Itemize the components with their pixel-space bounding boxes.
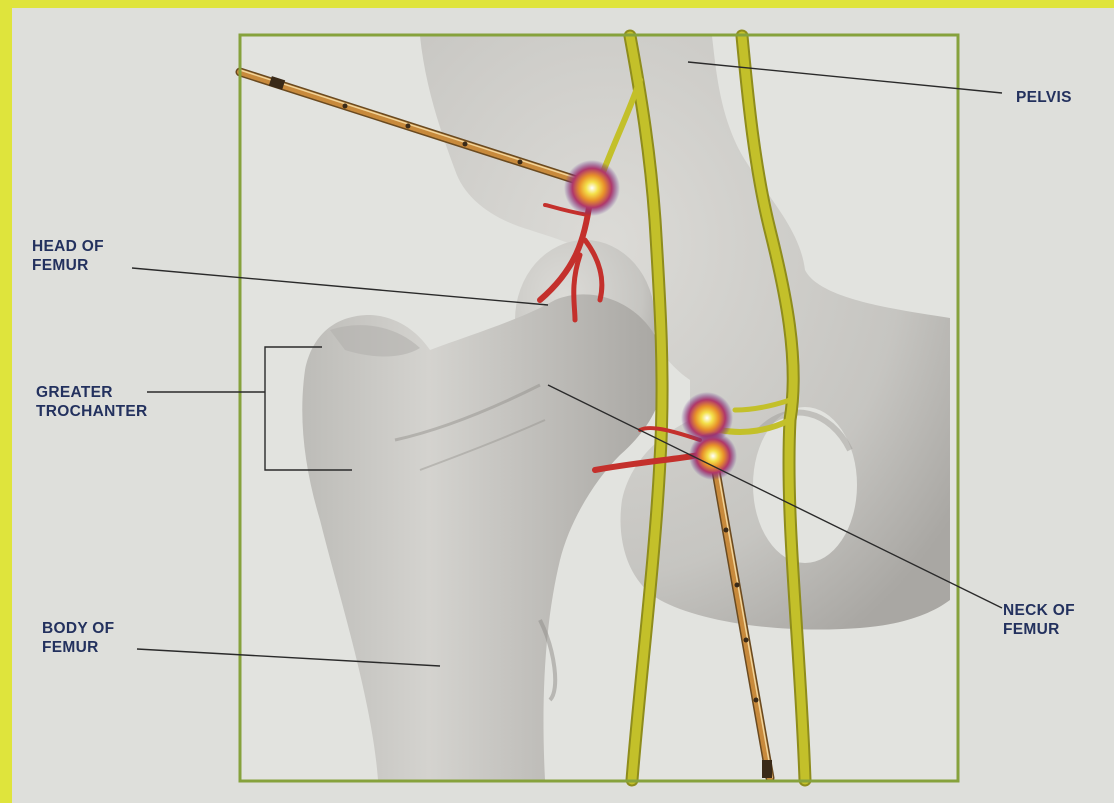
label-greater-trochanter: GREATER TROCHANTER xyxy=(36,383,148,421)
label-neck-of-femur: NECK OF FEMUR xyxy=(1003,601,1075,639)
label-pelvis: PELVIS xyxy=(1016,88,1072,107)
label-body-of-femur: BODY OF FEMUR xyxy=(42,619,114,657)
label-head-of-femur: HEAD OF FEMUR xyxy=(32,237,104,275)
lesion-glow-lower xyxy=(689,432,737,480)
lesion-glow-upper xyxy=(564,160,620,216)
